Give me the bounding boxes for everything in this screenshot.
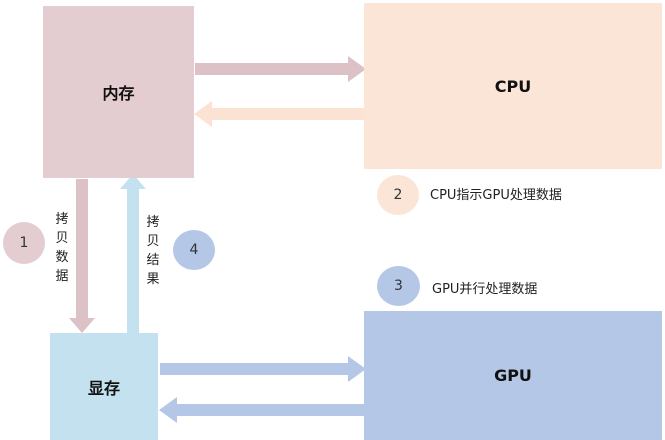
memory-block: 内存: [43, 6, 194, 178]
step-2-label: CPU指示GPU处理数据: [430, 188, 562, 203]
step-4-label: 拷贝结果: [146, 215, 160, 287]
step-2-badge: 2: [377, 175, 419, 215]
memory-label: 内存: [102, 84, 135, 103]
vram-block: 显存: [50, 333, 158, 440]
cpu-label: CPU: [494, 76, 532, 96]
arrow-vram-to-memory: [120, 174, 146, 334]
step-2-number: 2: [393, 187, 403, 203]
step-3-badge: 3: [377, 266, 420, 306]
step-1-label: 拷贝数据: [55, 212, 69, 284]
arrow-cpu-to-memory: [194, 101, 365, 127]
step-3-number: 3: [394, 278, 403, 294]
cpu-block: CPU: [364, 3, 662, 169]
arrow-gpu-to-vram: [159, 397, 365, 423]
arrow-vram-to-gpu: [160, 356, 366, 382]
step-4-number: 4: [189, 242, 199, 258]
step-4-badge: 4: [173, 230, 215, 270]
step-3-label: GPU并行处理数据: [432, 282, 538, 297]
gpu-block: GPU: [364, 311, 662, 440]
arrow-memory-to-vram: [69, 179, 95, 333]
gpu-label: GPU: [494, 366, 532, 385]
arrow-memory-to-cpu: [195, 56, 366, 82]
step-1-number: 1: [19, 235, 29, 251]
vram-label: 显存: [87, 378, 120, 398]
step-1-badge: 1: [3, 222, 45, 264]
